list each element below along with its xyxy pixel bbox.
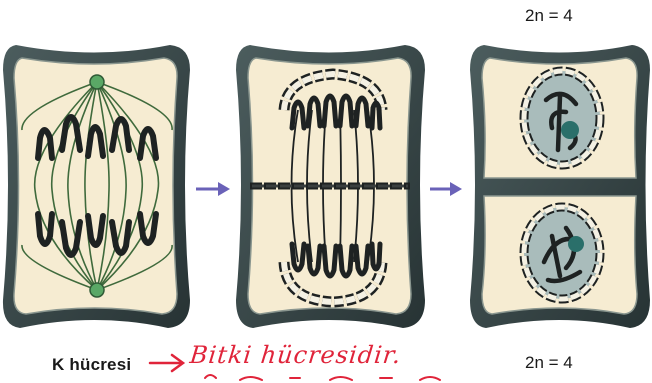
bottom-ploidy-label: 2n = 4 bbox=[525, 353, 573, 373]
lower-pole bbox=[90, 283, 104, 297]
upper-pole bbox=[90, 75, 104, 89]
top-ploidy-label: 2n = 4 bbox=[525, 6, 573, 26]
nucleolus bbox=[568, 236, 584, 252]
arrow-right-icon bbox=[196, 182, 230, 196]
arrow-right-icon bbox=[430, 182, 462, 196]
cell-membrane bbox=[14, 58, 177, 314]
handwritten-arrow-icon bbox=[150, 355, 183, 371]
telophase-cell bbox=[236, 45, 425, 328]
cell-name-label: K hücresi bbox=[52, 355, 131, 375]
upper-nucleus bbox=[524, 71, 600, 165]
anaphase-cell bbox=[3, 45, 190, 328]
daughter-cells bbox=[470, 45, 650, 328]
handwritten-scribble bbox=[205, 375, 440, 380]
handwritten-note: Bitki hücresidir. bbox=[189, 341, 403, 369]
nucleolus bbox=[561, 121, 579, 139]
lower-nucleus bbox=[524, 207, 600, 299]
